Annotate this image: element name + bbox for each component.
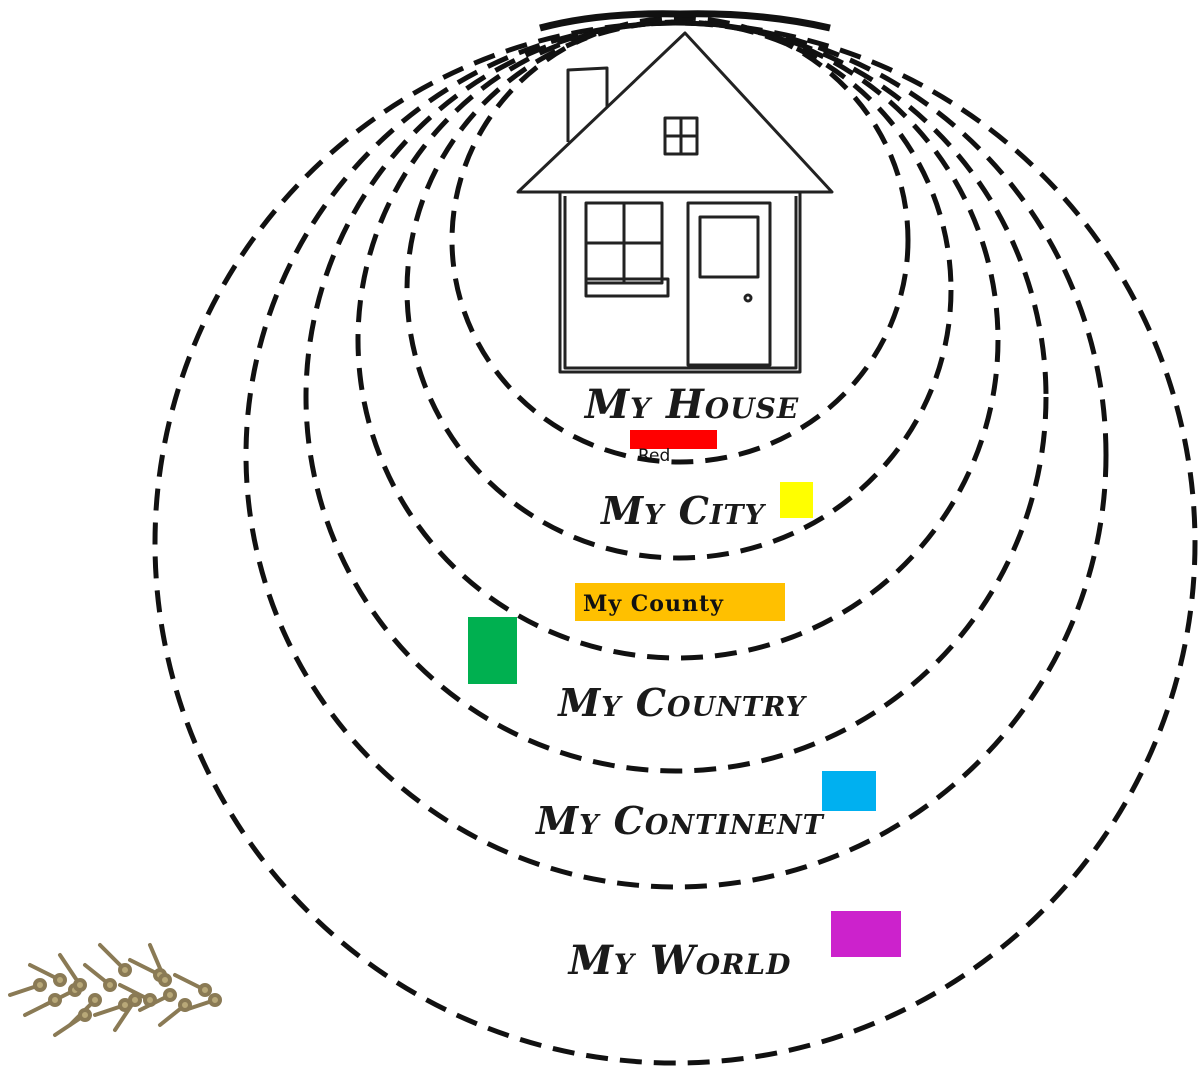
sticker-green[interactable] (468, 617, 517, 684)
house-icon (516, 31, 834, 374)
sticker-red-label: Red (638, 446, 671, 466)
label-my-house: My House (583, 381, 799, 428)
sticker-county[interactable] (575, 583, 785, 621)
label-my-continent: My Continent (534, 798, 825, 843)
label-my-country: My Country (556, 680, 807, 725)
sticker-magenta[interactable] (831, 911, 901, 957)
label-my-world: My World (567, 937, 792, 984)
ring-continent (243, 20, 1109, 890)
sticker-county-label: My County (583, 591, 724, 617)
scribble-top (539, 10, 831, 32)
sticker-yellow[interactable] (780, 482, 813, 518)
paper-fasteners-icon[interactable] (0, 905, 230, 1055)
sticker-red[interactable] (630, 430, 717, 449)
label-my-city: My City (599, 488, 767, 533)
sticker-blue[interactable] (822, 771, 876, 811)
ring-city (404, 19, 954, 561)
ring-house (449, 15, 911, 465)
